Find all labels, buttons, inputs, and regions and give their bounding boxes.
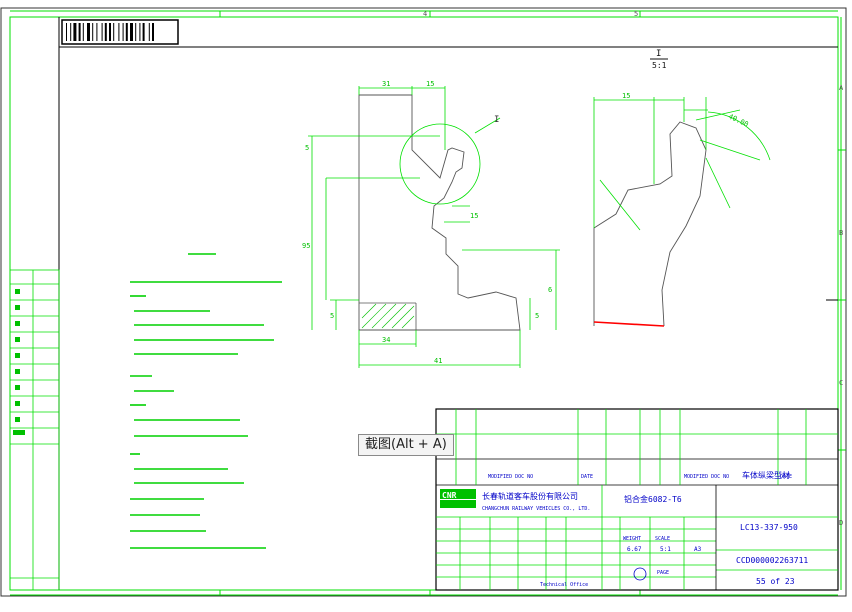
header-date-1: DATE xyxy=(581,474,593,480)
barcode-bar xyxy=(125,23,128,41)
section-label: I 5:1 xyxy=(650,49,668,70)
dim-main-overall-width: 41 xyxy=(434,357,442,365)
barcode-bar xyxy=(148,23,150,41)
weight-label: WEIGHT xyxy=(623,536,641,542)
barcode xyxy=(61,19,179,45)
barcode-bar xyxy=(101,23,103,41)
header-modified-doc-2: MODIFIED DOC NO xyxy=(684,474,729,480)
barcode-bar xyxy=(104,23,107,41)
barcode-bar xyxy=(87,23,90,41)
profile-section-view xyxy=(308,86,560,368)
company-name-cn: 长春轨道客车股份有限公司 xyxy=(482,491,578,501)
barcode-bar xyxy=(70,23,72,41)
scale-label: SCALE xyxy=(655,536,670,542)
header-date-2: DATE xyxy=(780,474,792,480)
material-spec: 铝合金6082-T6 xyxy=(624,494,682,504)
barcode-bar xyxy=(135,23,137,41)
screenshot-tooltip: 截图(Alt + A) xyxy=(358,434,454,456)
technical-office-label: Technical Office xyxy=(540,582,588,588)
dim-main-right-height: 6 xyxy=(548,286,552,294)
barcode-bar xyxy=(96,23,98,41)
barcode-bar xyxy=(66,23,67,41)
scale-value: 5:1 xyxy=(660,546,671,553)
page-label: PAGE xyxy=(657,570,669,576)
barcode-bar xyxy=(139,23,141,41)
size-value: A3 xyxy=(694,546,702,553)
weight-value: 6.67 xyxy=(627,546,642,553)
zone-number-5: 5 xyxy=(634,10,638,18)
dim-main-width-top: 31 xyxy=(382,80,390,88)
dim-main-base-width: 34 xyxy=(382,336,390,344)
barcode-bar xyxy=(130,23,133,41)
technical-notes xyxy=(130,253,282,549)
sheet-number: 55 of 23 xyxy=(756,577,795,586)
barcode-bar xyxy=(78,23,81,41)
dim-detail-top: 15 xyxy=(622,92,630,100)
dim-detail-angle: 40.00 xyxy=(727,113,749,129)
dim-main-gap-top: 15 xyxy=(426,80,434,88)
zone-letter-a: A xyxy=(839,84,844,92)
barcode-bar xyxy=(109,23,111,41)
dim-main-notch: 15 xyxy=(470,212,478,220)
title-block xyxy=(435,408,839,591)
detail-callout-label: I xyxy=(494,115,499,125)
zone-letter-b: B xyxy=(839,229,843,237)
barcode-bar xyxy=(152,23,154,41)
barcode-bar xyxy=(142,23,145,41)
dim-main-flange: 5 xyxy=(330,312,334,320)
company-logo: CNR xyxy=(440,489,476,508)
zone-letter-d: D xyxy=(839,519,843,527)
dim-main-right-step: 5 xyxy=(535,312,539,320)
drawing-number: LC13-337-950 xyxy=(740,523,798,532)
part-name: 车体纵梁型材 xyxy=(742,470,790,480)
header-modified-doc-1: MODIFIED DOC NO xyxy=(488,474,533,480)
barcode-bar xyxy=(82,23,84,41)
zone-number-4: 4 xyxy=(423,10,427,18)
dim-main-height-total: 95 xyxy=(302,242,310,250)
barcode-bar xyxy=(122,23,124,41)
sheet-border xyxy=(0,7,847,597)
projection-symbol xyxy=(633,567,647,581)
zone-letter-c: C xyxy=(839,379,843,387)
revision-side-table xyxy=(9,269,60,591)
section-label-top: I xyxy=(656,49,661,59)
dim-main-top-small: 5 xyxy=(305,144,309,152)
detail-view xyxy=(593,97,771,327)
barcode-bar xyxy=(92,23,94,41)
document-id: CCD000002263711 xyxy=(736,556,808,565)
company-name-en: CHANGCHUN RAILWAY VEHICLES CO., LTD. xyxy=(482,506,590,512)
section-label-bottom: 5:1 xyxy=(652,61,667,70)
barcode-bar xyxy=(73,23,77,41)
barcode-bar xyxy=(118,23,120,41)
svg-text:CNR: CNR xyxy=(442,491,457,500)
barcode-bar xyxy=(113,23,115,41)
